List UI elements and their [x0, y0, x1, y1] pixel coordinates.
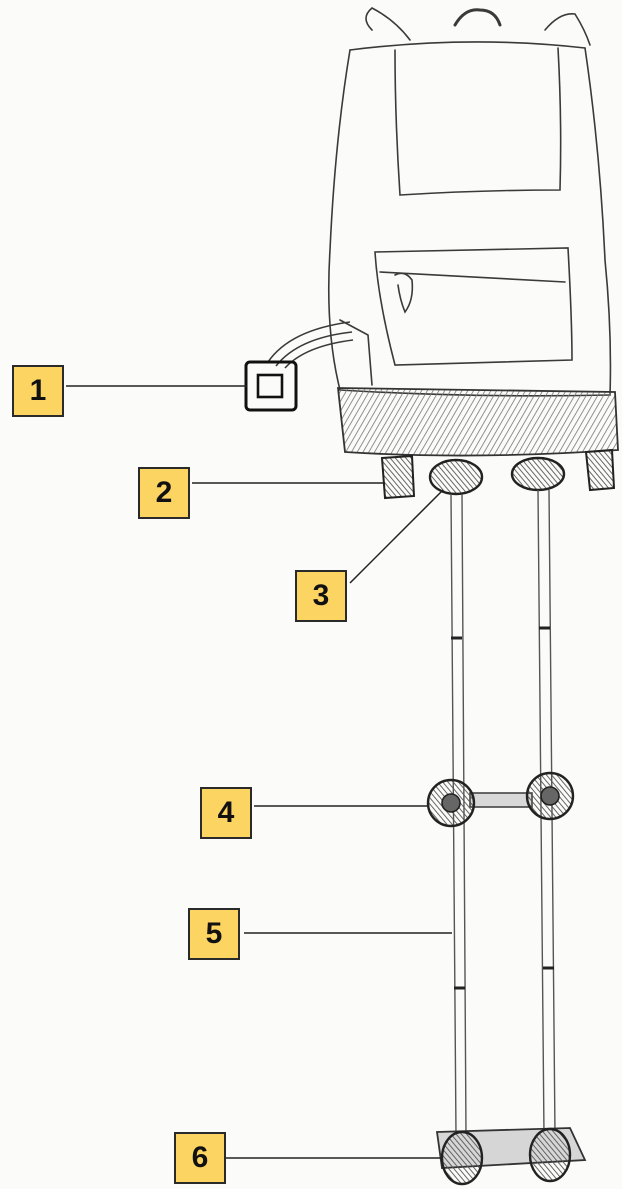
leader-lines: [66, 385, 452, 1159]
upper-wheel-hub: [428, 456, 566, 496]
callout-4: 4: [200, 787, 252, 839]
base-wheel-platform: [435, 1127, 587, 1186]
backpack-base-band: [336, 387, 619, 457]
callout-1: 1: [12, 365, 64, 417]
strap-clip-device: [244, 321, 354, 412]
middle-wheel-axle: [426, 771, 575, 828]
backpack: [327, 7, 612, 397]
callout-6: 6: [174, 1132, 226, 1184]
callout-3: 3: [295, 570, 347, 622]
side-foot-block: [380, 448, 616, 500]
leader-line-3: [349, 489, 444, 584]
callout-2: 2: [138, 467, 190, 519]
callout-5: 5: [188, 908, 240, 960]
